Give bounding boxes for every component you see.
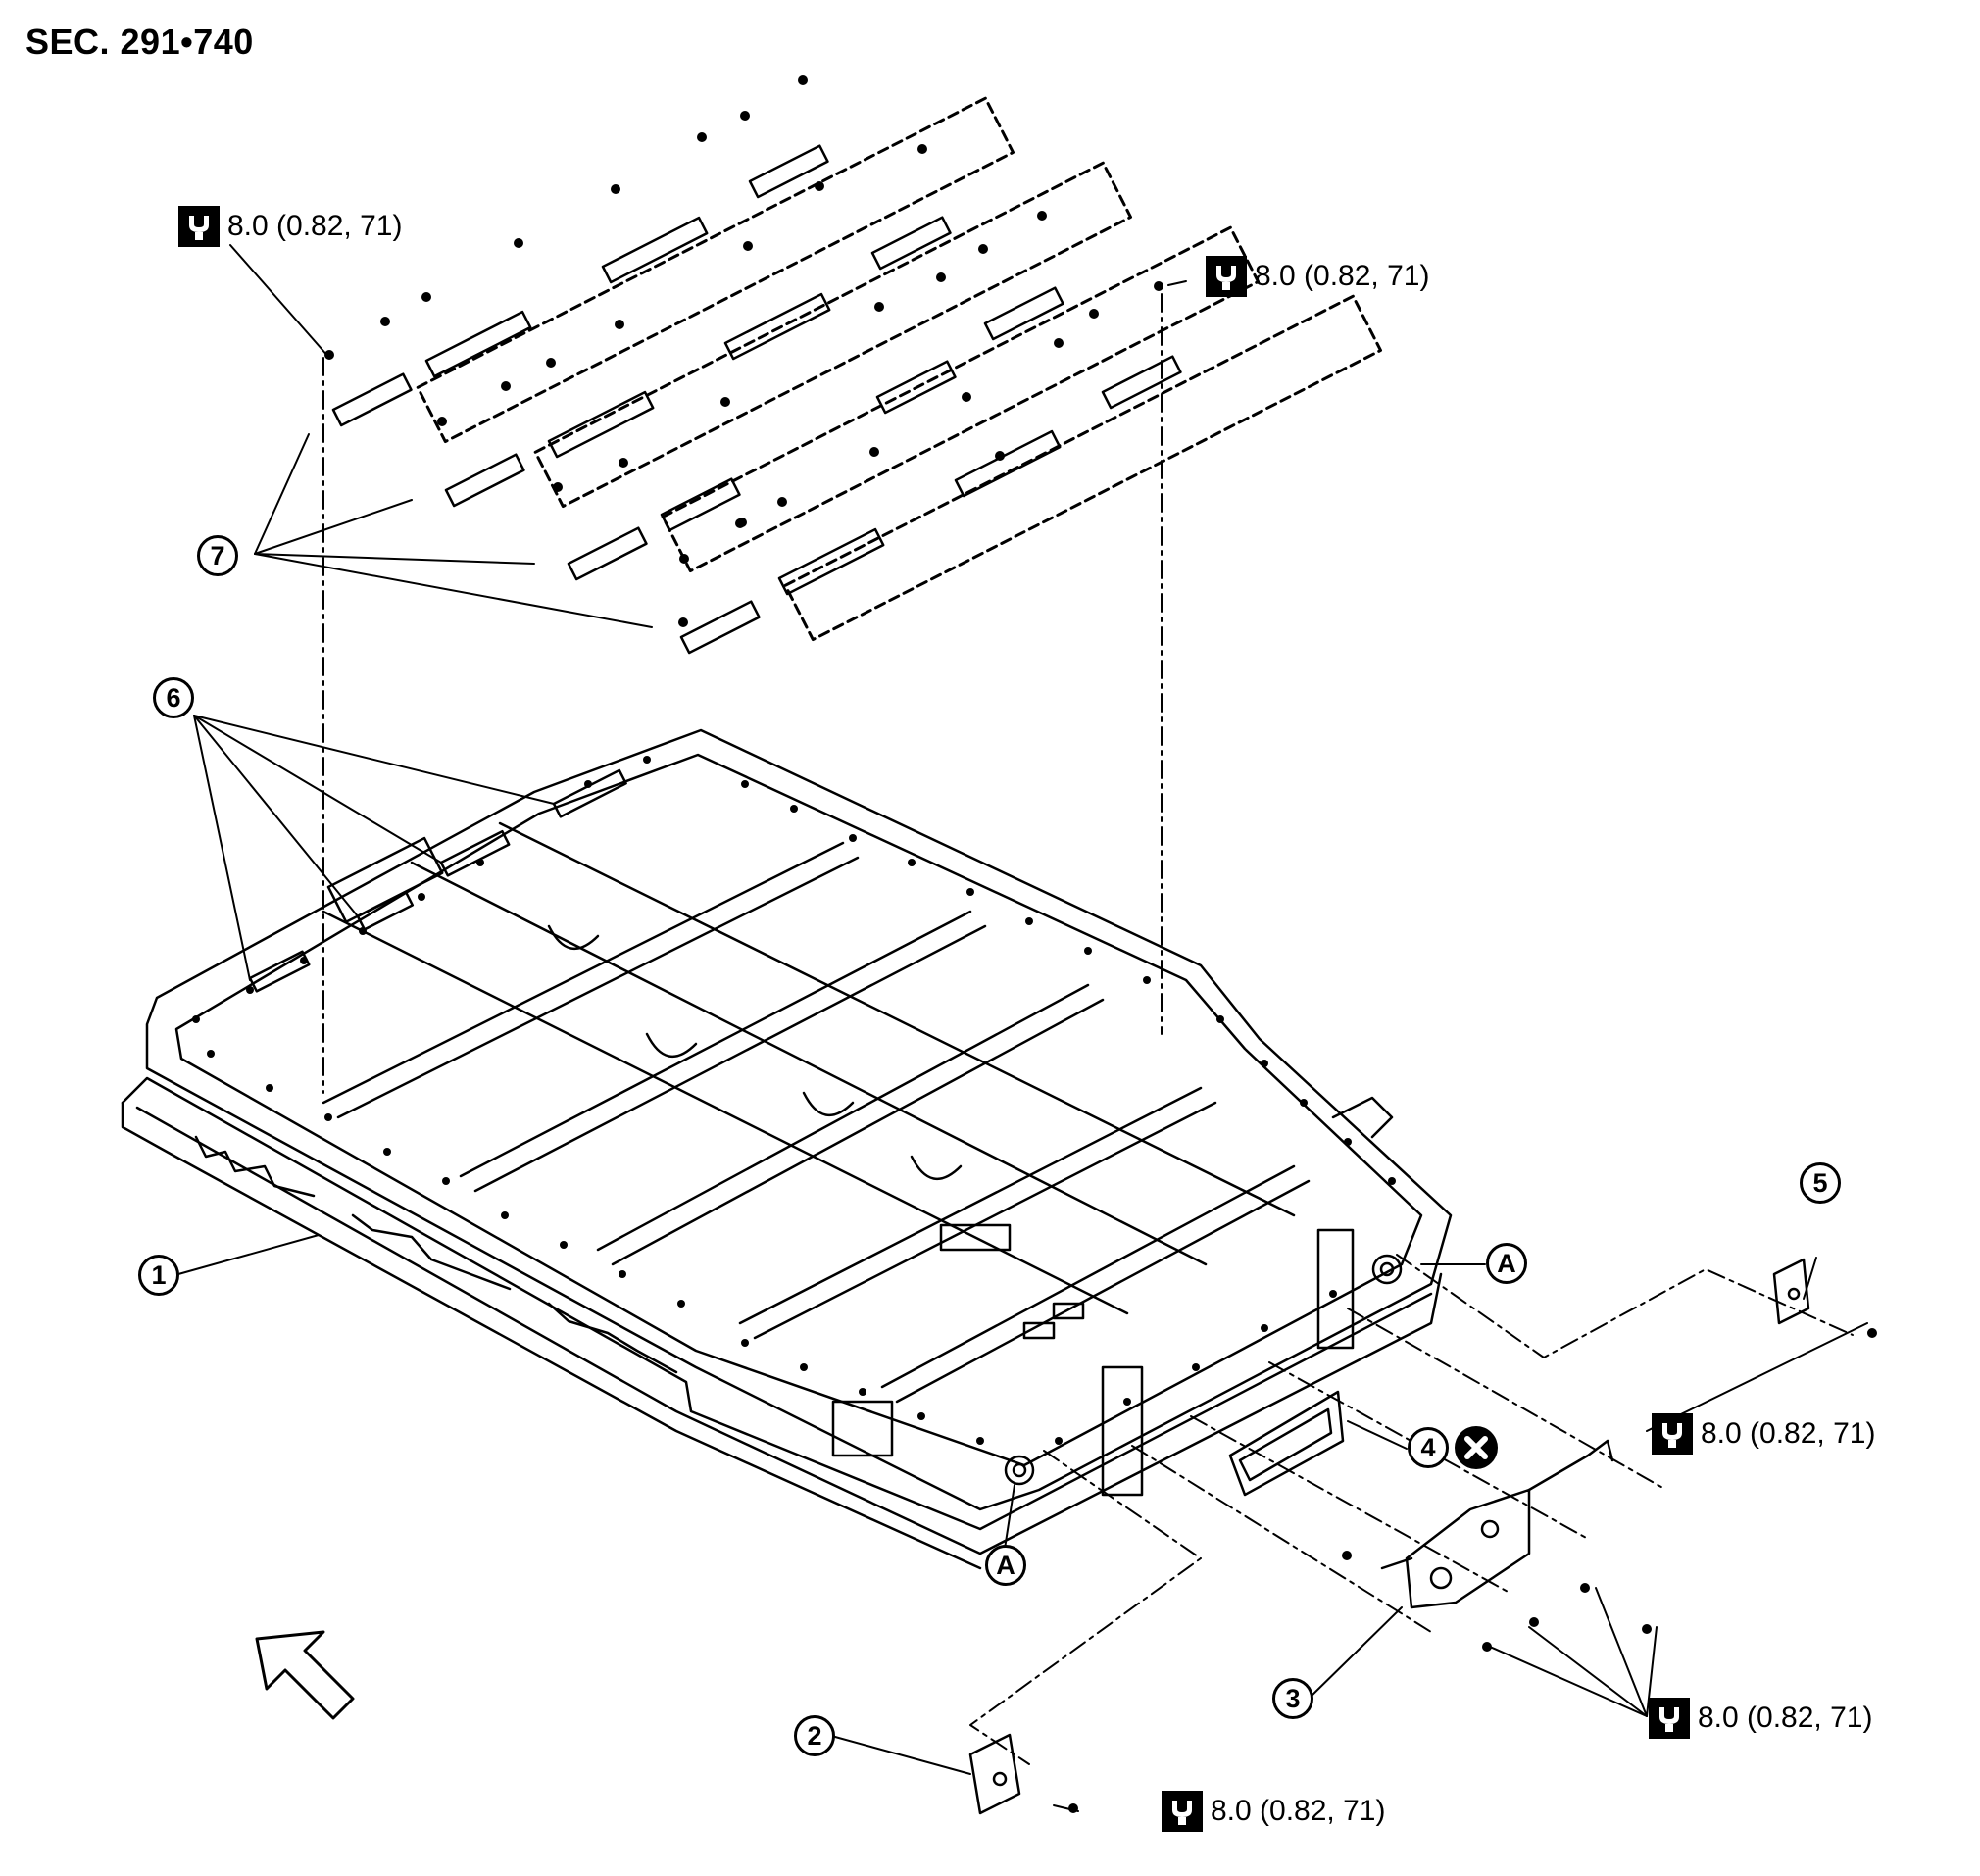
bolts xyxy=(324,75,1877,1813)
torque-value: 8.0 (0.82, 71) xyxy=(1701,1417,1876,1450)
callout-a-right: A xyxy=(1486,1243,1527,1284)
alignment-lines xyxy=(322,293,1854,1765)
upper-plates xyxy=(331,96,1382,655)
torque-value: 8.0 (0.82, 71) xyxy=(1255,260,1430,292)
torque-spec-upper-right: 8.0 (0.82, 71) xyxy=(1206,256,1429,297)
callout-a-left: A xyxy=(985,1545,1026,1586)
torque-spec-bottom: 8.0 (0.82, 71) xyxy=(1162,1791,1385,1832)
callout-4: 4 xyxy=(1408,1427,1449,1468)
case-bolts xyxy=(192,756,1396,1445)
torque-wrench-icon xyxy=(1206,256,1247,297)
torque-wrench-icon xyxy=(1162,1791,1203,1832)
bracket-2 xyxy=(968,1733,1021,1815)
callout-1: 1 xyxy=(138,1255,179,1296)
torque-value: 8.0 (0.82, 71) xyxy=(227,210,403,242)
torque-wrench-icon xyxy=(1652,1413,1693,1455)
leader-lines xyxy=(177,244,1868,1812)
torque-wrench-icon xyxy=(178,206,220,247)
bracket-5 xyxy=(1772,1258,1810,1325)
gasket xyxy=(1228,1390,1345,1497)
page-title: SEC. 291•740 xyxy=(25,22,254,62)
torque-spec-lower-right: 8.0 (0.82, 71) xyxy=(1649,1698,1872,1739)
do-not-reuse-icon xyxy=(1455,1426,1498,1469)
torque-spec-right: 8.0 (0.82, 71) xyxy=(1652,1413,1875,1455)
torque-value: 8.0 (0.82, 71) xyxy=(1698,1702,1873,1734)
callout-6: 6 xyxy=(153,677,194,718)
front-arrow-icon xyxy=(255,1630,355,1720)
torque-wrench-icon xyxy=(1649,1698,1690,1739)
service-plug-bracket xyxy=(1380,1439,1614,1609)
callout-2: 2 xyxy=(794,1715,835,1756)
torque-spec-upper-left: 8.0 (0.82, 71) xyxy=(178,206,402,247)
callout-5: 5 xyxy=(1800,1162,1841,1204)
harness-brackets xyxy=(248,768,627,993)
callout-3: 3 xyxy=(1272,1678,1313,1719)
torque-value: 8.0 (0.82, 71) xyxy=(1211,1795,1386,1827)
battery-lower-case xyxy=(121,728,1453,1570)
callout-7: 7 xyxy=(197,535,238,576)
